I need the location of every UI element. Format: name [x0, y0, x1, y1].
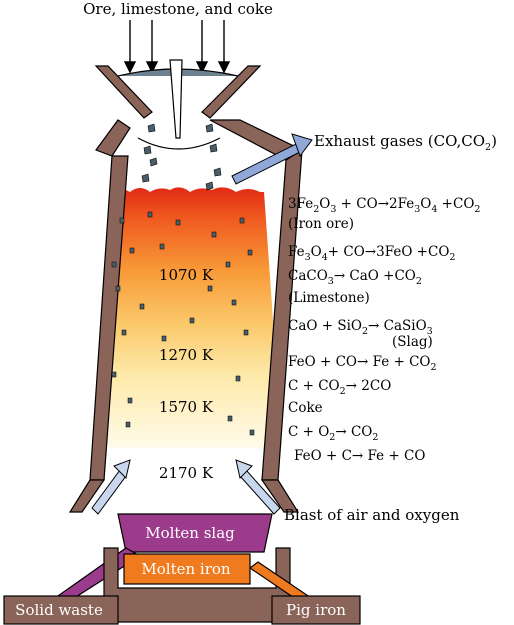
reaction-c-co2: C + CO2→ 2CO [288, 378, 391, 397]
reaction-c-o2: C + O2→ CO2 [288, 424, 378, 443]
reaction-limestone: CaCO3→ CaO +CO2 [288, 268, 422, 287]
temperature-2170: 2170 K [159, 464, 214, 482]
reaction-limestone-label: (Limestone) [288, 290, 370, 306]
temperature-1570: 1570 K [159, 398, 214, 416]
molten-iron-pool [123, 553, 251, 585]
reaction-iron-ore-label: (Iron ore) [288, 216, 354, 232]
molten-slag-pool [117, 513, 273, 553]
input-arrows [123, 20, 231, 74]
pig-iron-label: Pig iron [286, 601, 346, 619]
solid-waste-box [3, 595, 119, 625]
reaction-slag-label: (Slag) [392, 334, 433, 350]
exhaust-arrow [231, 133, 313, 185]
reaction-slag: CaO + SiO2→ CaSiO3 [288, 318, 433, 337]
hearth-base [103, 547, 291, 623]
pig-iron-box [271, 595, 361, 625]
molten-slag-label: Molten slag [145, 524, 235, 542]
reaction-feo-c: FeO + C→ Fe + CO [294, 448, 425, 464]
hopper [94, 59, 262, 150]
reaction-coke-label: Coke [288, 400, 323, 416]
molten-iron-label: Molten iron [141, 560, 231, 578]
furnace-interior [104, 187, 282, 448]
reaction-feo-co: FeO + CO→ Fe + CO2 [288, 354, 437, 373]
blast-arrows [91, 459, 281, 515]
exhaust-label: Exhaust gases (CO,CO2) [314, 132, 497, 153]
reaction-iron-ore: 3Fe2O3 + CO→2Fe3O4 +CO2 [288, 196, 480, 215]
furnace-walls [68, 119, 304, 513]
reactions: 3Fe2O3 + CO→2Fe3O4 +CO2 (Iron ore) Fe3O4… [288, 196, 480, 464]
falling-ore [141, 123, 222, 191]
ore-pieces [111, 211, 255, 436]
blast-label: Blast of air and oxygen [284, 506, 460, 524]
title: Ore, limestone, and coke [83, 0, 273, 18]
solid-waste-label: Solid waste [15, 601, 103, 619]
reaction-fe3o4: Fe3O4+ CO→3FeO +CO2 [288, 244, 455, 263]
temperature-1270: 1270 K [159, 346, 214, 364]
temperature-1070: 1070 K [159, 266, 214, 284]
